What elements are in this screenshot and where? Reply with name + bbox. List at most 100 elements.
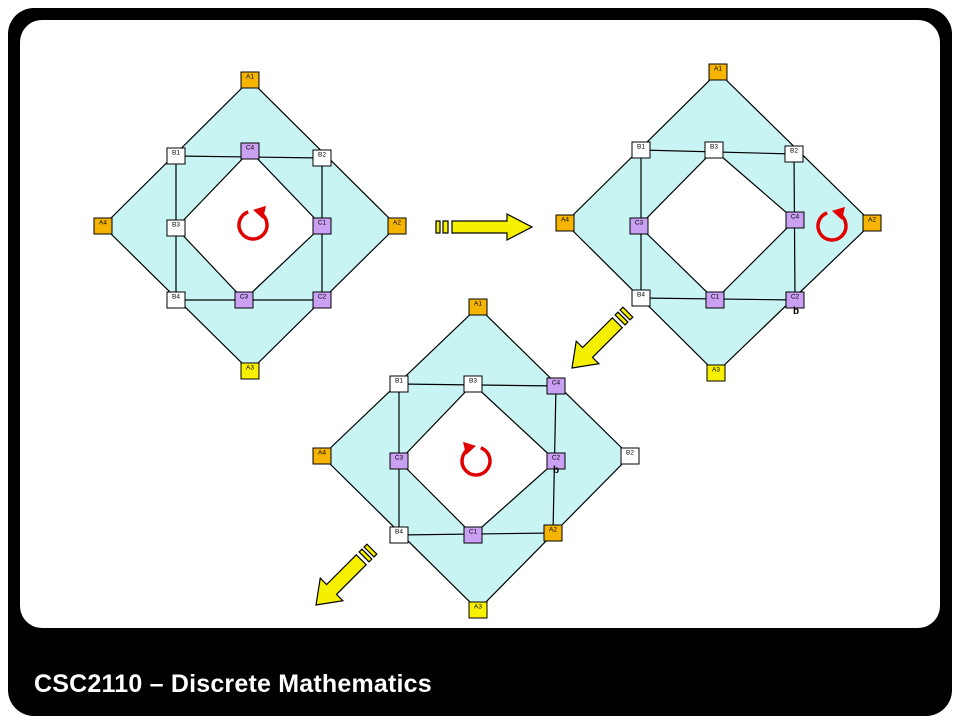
node-box: [312, 217, 332, 235]
node-label: B4: [637, 292, 645, 299]
node-box: [546, 452, 566, 470]
node-label: B4: [172, 294, 180, 301]
node-c2: C2: [312, 291, 332, 309]
node-c1: C1: [312, 217, 332, 235]
node-label: A4: [99, 220, 107, 227]
arrow-stripe: [358, 548, 373, 563]
node-b4: B4: [631, 289, 651, 307]
node-label: B4: [395, 529, 403, 536]
node-box: [468, 601, 488, 619]
arrow-stripe: [363, 543, 378, 558]
node-c4: C4: [785, 211, 805, 229]
node-box: [93, 217, 113, 235]
node-c2: C2: [785, 291, 805, 309]
node-label: A1: [474, 301, 482, 308]
node-box: [704, 141, 724, 159]
node-sub-label: b: [553, 465, 559, 476]
node-c2: C2: [546, 452, 566, 470]
node-a3: A3: [706, 364, 726, 382]
node-label: A2: [549, 527, 557, 534]
arrow-body: [315, 553, 368, 606]
node-a2: A2: [862, 214, 882, 232]
node-b2: B2: [784, 145, 804, 163]
node-box: [784, 145, 804, 163]
rotation-arc: [237, 210, 269, 241]
node-label: B3: [710, 144, 718, 151]
node-label: C3: [635, 220, 644, 227]
node-box: [240, 71, 260, 89]
node-box: [166, 147, 186, 165]
node-b4: B4: [166, 291, 186, 309]
node-label: A2: [868, 217, 876, 224]
node-a1: A1: [240, 71, 260, 89]
node-label: B2: [626, 450, 634, 457]
node-label: C2: [791, 294, 800, 301]
arrow-body: [451, 213, 534, 241]
node-box: [463, 526, 483, 544]
node-label: C1: [711, 294, 720, 301]
rotation-arrowhead: [463, 441, 476, 455]
node-label: B3: [469, 378, 477, 385]
node-b1: B1: [389, 375, 409, 393]
node-label: C2: [318, 294, 327, 301]
node-b3: B3: [166, 219, 186, 237]
node-label: C3: [395, 455, 404, 462]
node-b3: B3: [463, 375, 483, 393]
node-box: [708, 63, 728, 81]
node-label: B1: [172, 150, 180, 157]
node-c3: C3: [389, 452, 409, 470]
node-label: B2: [318, 152, 326, 159]
node-b1: B1: [631, 141, 651, 159]
node-box: [312, 149, 332, 167]
node-label: A1: [714, 66, 722, 73]
node-label: A1: [246, 74, 254, 81]
node-label: C2: [552, 455, 561, 462]
node-box: [546, 377, 566, 395]
node-box: [785, 291, 805, 309]
node-label: C4: [552, 380, 561, 387]
node-b3: B3: [704, 141, 724, 159]
arrow-stripe: [619, 306, 634, 321]
node-a4: A4: [555, 214, 575, 232]
node-label: A3: [712, 367, 720, 374]
node-sub-label: b: [793, 306, 799, 317]
node-b4: B4: [389, 526, 409, 544]
node-c3: C3: [629, 217, 649, 235]
node-box: [862, 214, 882, 232]
node-box: [463, 375, 483, 393]
node-box: [631, 289, 651, 307]
rotation-arrowhead: [253, 205, 266, 219]
node-a1: A1: [468, 298, 488, 316]
node-label: C4: [246, 145, 255, 152]
node-box: [631, 141, 651, 159]
arrow-stripe: [435, 220, 441, 234]
node-box: [240, 142, 260, 160]
rotation-arc: [460, 446, 492, 477]
node-c4: C4: [240, 142, 260, 160]
node-box: [389, 526, 409, 544]
arrow-stripe: [442, 220, 449, 234]
node-label: B3: [172, 222, 180, 229]
node-box: [706, 364, 726, 382]
node-box: [312, 447, 332, 465]
node-box: [543, 524, 563, 542]
node-label: C1: [318, 220, 327, 227]
node-label: C1: [469, 529, 478, 536]
node-a4: A4: [93, 217, 113, 235]
node-a4: A4: [312, 447, 332, 465]
node-box: [312, 291, 332, 309]
node-label: A4: [561, 217, 569, 224]
node-box: [785, 211, 805, 229]
arrow-stripe: [614, 311, 629, 326]
node-box: [555, 214, 575, 232]
node-label: B2: [790, 148, 798, 155]
node-box: [389, 375, 409, 393]
node-label: A3: [246, 365, 254, 372]
node-box: [705, 291, 725, 309]
footer-title: CSC2110 – Discrete Mathematics: [34, 670, 432, 698]
